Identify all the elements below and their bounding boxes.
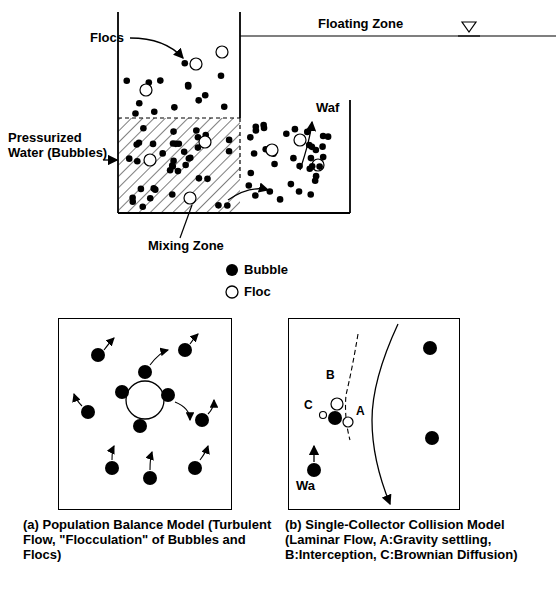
bubble [204, 176, 211, 183]
floc [190, 58, 202, 70]
floc [184, 192, 196, 204]
bubble [251, 150, 258, 157]
bubble [134, 158, 141, 165]
single-collector-sketch [307, 324, 439, 504]
bubble [195, 97, 202, 104]
bubble [313, 147, 320, 154]
mechanism-label: A [356, 404, 365, 419]
zone-label: Mixing Zone [148, 238, 224, 253]
bubble [247, 134, 254, 141]
bubble [181, 148, 188, 155]
bubble [320, 133, 327, 140]
bubble [306, 165, 313, 172]
bubble [277, 196, 284, 203]
bubble [140, 125, 147, 132]
bubble [215, 202, 222, 209]
bubble [187, 154, 194, 161]
bubble [307, 191, 314, 198]
bubble [290, 155, 297, 162]
zone-label: Floating Zone [318, 16, 403, 31]
floc-sample [226, 286, 238, 298]
floc [144, 154, 156, 166]
bubble [308, 155, 315, 162]
bubble [182, 162, 189, 169]
bubble [175, 168, 182, 175]
panel-caption: (b) Single-Collector Collision Model (La… [285, 517, 547, 562]
bubble [136, 140, 143, 147]
mechanism-label: B [326, 368, 335, 383]
legend-text: Floc [244, 284, 271, 299]
bubble [226, 148, 233, 155]
flocs-arrow [130, 38, 183, 58]
legend-text: Bubble [244, 262, 288, 277]
bubble [316, 163, 323, 170]
bubble [248, 170, 255, 177]
floc [140, 84, 152, 96]
bubble [313, 173, 320, 180]
bubble [252, 192, 259, 199]
floc [294, 134, 306, 146]
flocs-label: Flocs [90, 30, 124, 45]
bubble [172, 141, 179, 148]
bubble [271, 161, 278, 168]
bubble [181, 60, 188, 67]
bubble [246, 182, 253, 189]
bubble [185, 83, 192, 90]
bubble [151, 108, 158, 115]
bubble [170, 158, 177, 165]
bubble [296, 163, 303, 170]
bubble [292, 126, 299, 133]
flow-arrow [228, 189, 268, 200]
bubble [147, 195, 154, 202]
bubble [296, 188, 303, 195]
bubble [136, 100, 143, 107]
bubble [169, 191, 176, 198]
panel-caption: (a) Population Balance Model (Turbulent … [23, 517, 273, 562]
bubble [288, 181, 295, 188]
bubble-sample [226, 264, 238, 276]
mechanism-label: C [304, 398, 313, 413]
floc [199, 136, 211, 148]
bubble [196, 175, 203, 182]
bubble [283, 130, 290, 137]
bubble [150, 185, 157, 192]
bubble [126, 155, 133, 162]
bubble [304, 129, 311, 136]
velocity-label: Waf [316, 100, 339, 115]
bubble [159, 150, 166, 157]
mixing-zone-hatch [118, 118, 240, 213]
bubble [226, 137, 233, 144]
bubble [139, 203, 146, 210]
bubbles-and-flocs [123, 46, 331, 210]
bubble [171, 104, 178, 111]
model-panel: (a) Population Balance Model (Turbulent … [58, 318, 232, 510]
bubble [224, 202, 231, 209]
bubble [138, 186, 145, 193]
population-balance-sketch [74, 334, 214, 485]
bubble [132, 110, 139, 117]
bubble [150, 141, 157, 148]
velocity-label: Wa [296, 478, 315, 493]
bubble [267, 188, 274, 195]
bubble [221, 103, 228, 110]
water-level-symbol [458, 22, 480, 36]
bubble [129, 199, 136, 206]
mixing-zone-leader [180, 205, 192, 238]
model-panel: (b) Single-Collector Collision Model (La… [288, 318, 460, 510]
inlet-label: Pressurized Water (Bubbles) [8, 130, 108, 160]
bubble [320, 154, 327, 161]
bubble [260, 122, 267, 129]
bubble [218, 72, 225, 79]
floc [266, 144, 278, 156]
bubble [253, 127, 260, 134]
bubble [123, 77, 130, 84]
floc [216, 46, 228, 58]
bubble [157, 77, 164, 84]
bubble [170, 128, 177, 135]
bubble [193, 127, 200, 134]
bubble [202, 92, 209, 99]
bubble [319, 143, 326, 150]
tank-walls [118, 12, 556, 213]
